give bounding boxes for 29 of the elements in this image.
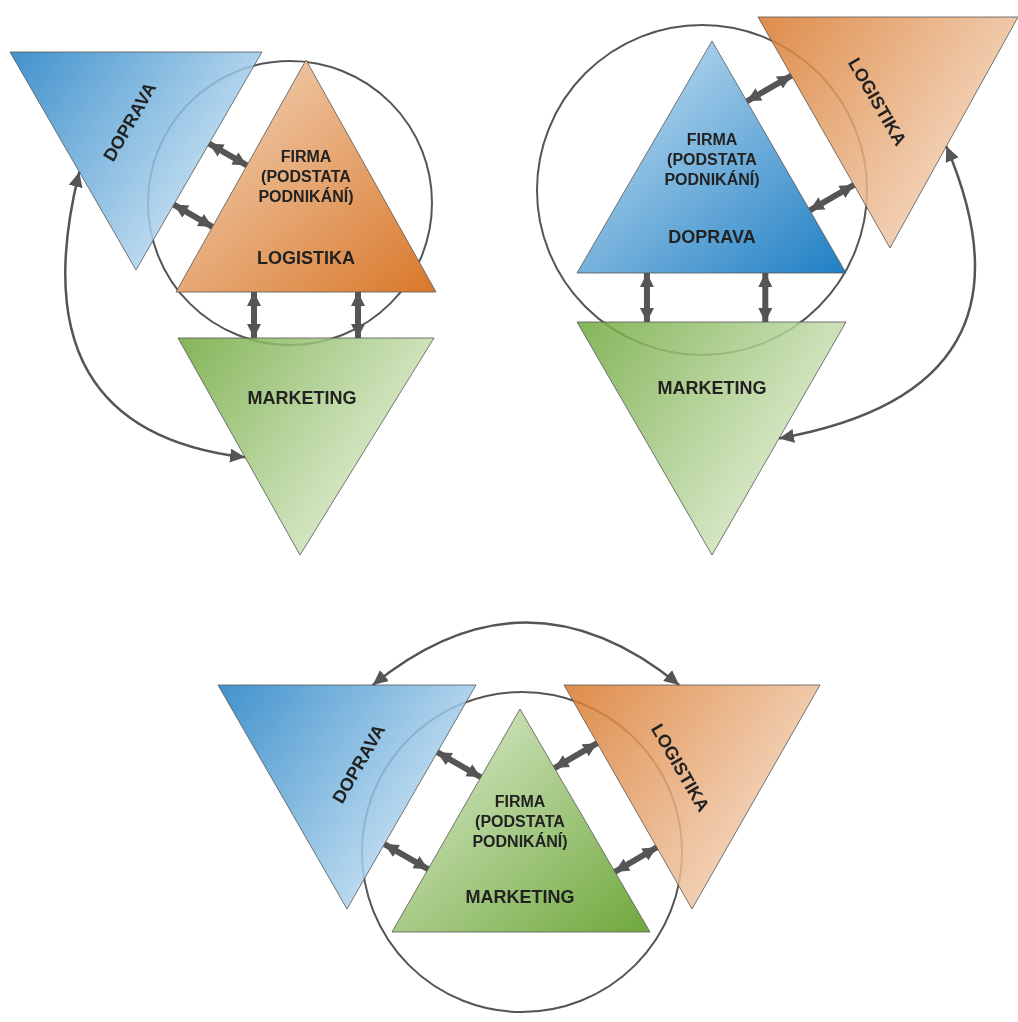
triangle-shape [758,17,1018,248]
double-arrow [382,841,430,872]
double-arrow [207,140,249,169]
triangle-label: LOGISTIKA [256,246,356,270]
triangle-heading: FIRMA (PODSTATA PODNIKÁNÍ) [663,130,761,190]
triangle-shape [178,338,434,555]
double-arrow [552,740,599,771]
triangle-heading: FIRMA (PODSTATA PODNIKÁNÍ) [471,792,569,852]
triangle-label: DOPRAVA [667,225,757,249]
double-arrow [172,202,214,230]
triangle-shape [577,322,846,555]
triangle-shape [392,709,650,932]
triangle-heading: FIRMA (PODSTATA PODNIKÁNÍ) [257,147,355,207]
double-arrow [639,273,654,322]
triangle-label: MARKETING [464,885,576,909]
triangle-label: MARKETING [246,386,358,410]
double-arrow [745,72,793,104]
double-arrow [247,292,261,338]
double-arrow [351,292,365,338]
double-arrow [64,171,246,462]
double-arrow [778,145,976,443]
double-arrow [758,273,773,322]
triangle-shape [577,41,846,273]
double-arrow [808,182,856,213]
triangle-shape [176,60,436,292]
triangle-label: MARKETING [656,376,768,400]
double-arrow [613,844,659,875]
double-arrow [372,621,680,686]
double-arrow [435,749,483,780]
